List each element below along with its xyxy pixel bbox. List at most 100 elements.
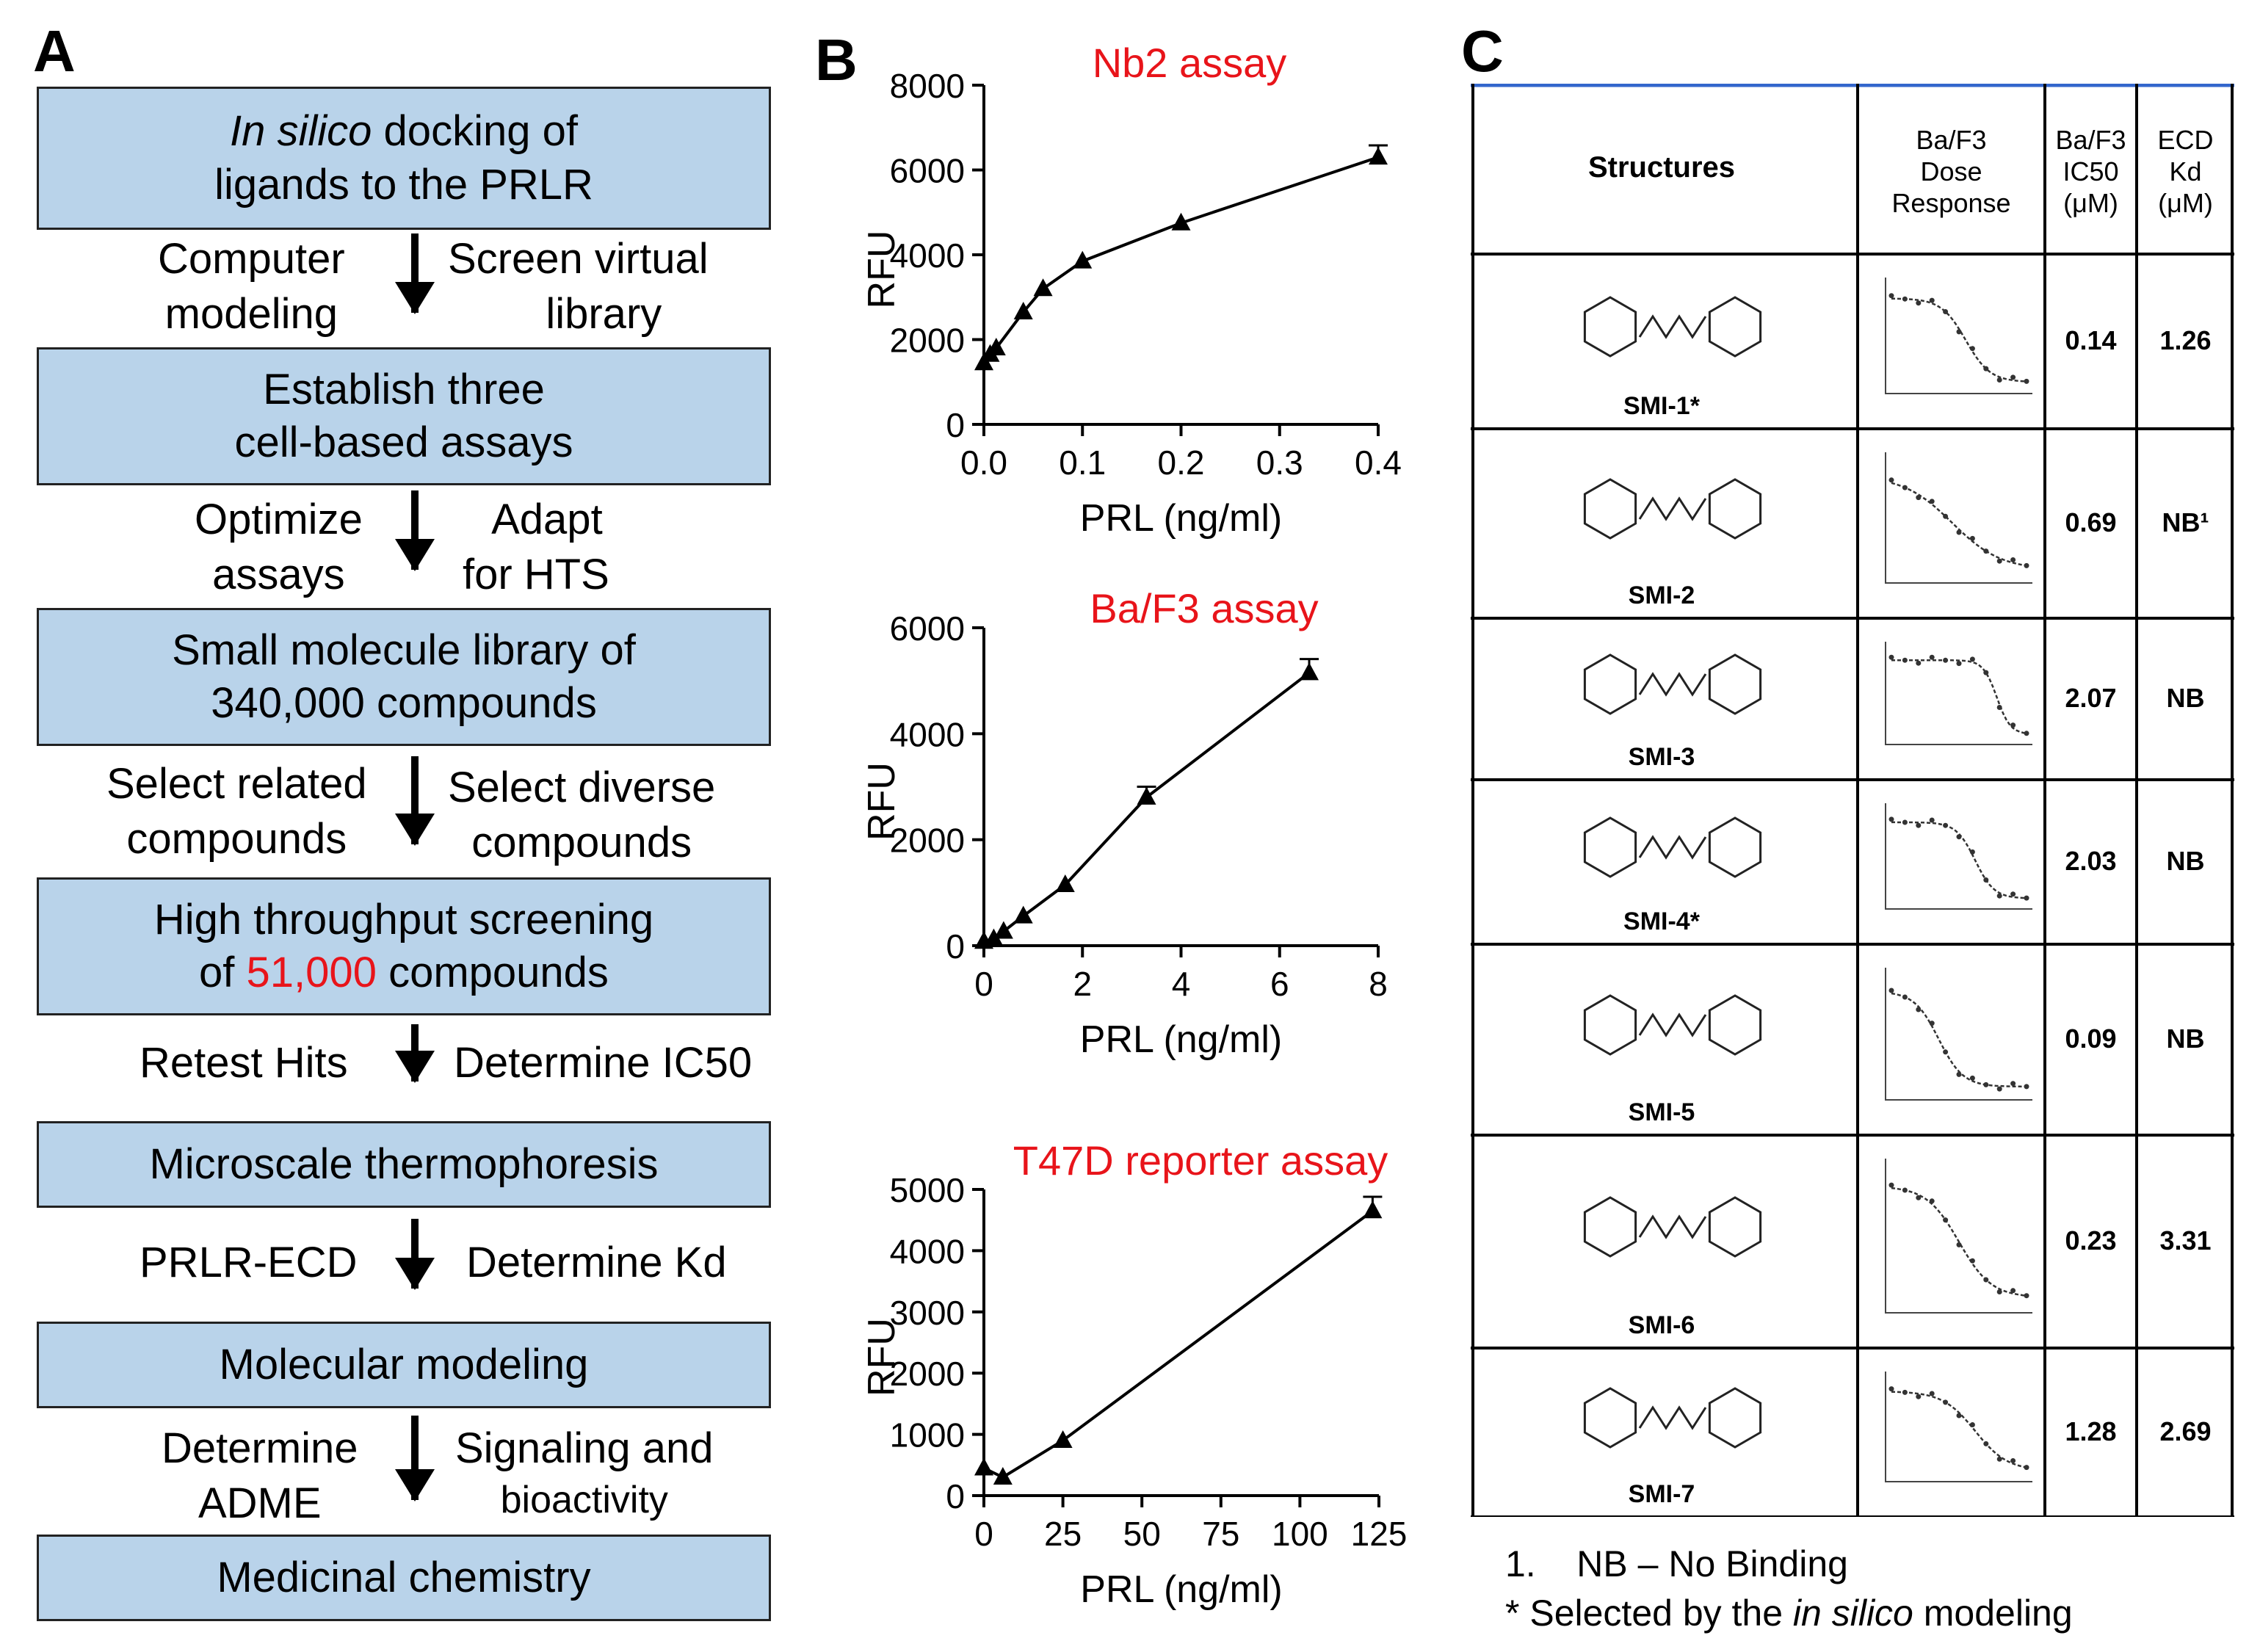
data-point [1053, 1430, 1073, 1448]
ic50-value: 0.69 [2065, 507, 2117, 537]
chart-title: Ba/F3 assay [1090, 585, 1318, 631]
down-arrow-icon [395, 233, 435, 314]
ic50-value: 2.07 [2065, 683, 2117, 713]
x-tick-label: 125 [1351, 1515, 1408, 1553]
kd-value: 1.26 [2159, 325, 2212, 355]
chemical-structure [1583, 816, 1762, 878]
down-arrow-icon [395, 756, 435, 846]
y-tick-label: 2000 [890, 822, 965, 860]
x-tick-label: 0.1 [1059, 443, 1106, 482]
workflow-box-library: Small molecule library of 340,000 compou… [37, 608, 771, 746]
data-point [974, 1457, 993, 1476]
y-tick-label: 0 [946, 406, 965, 444]
down-arrow-icon [395, 1219, 435, 1290]
kd-value: NB¹ [2162, 507, 2209, 537]
y-tick-label: 0 [946, 1477, 965, 1515]
x-axis-label: PRL (ng/ml) [1080, 1568, 1282, 1611]
x-tick-label: 2 [1073, 965, 1092, 1003]
y-tick-label: 1000 [890, 1416, 965, 1454]
compound-name: SMI-2 [1628, 582, 1695, 609]
box-text: In silico [230, 107, 372, 155]
compound-name: SMI-7 [1628, 1480, 1695, 1508]
workflow-box-hts: High throughput screening of 51,000 comp… [37, 877, 771, 1015]
box-text: Microscale thermophoresis [149, 1140, 659, 1188]
ic50-value: 2.03 [2065, 846, 2117, 876]
data-point [1171, 212, 1191, 231]
kd-value: 2.69 [2159, 1416, 2212, 1446]
ic50-value: 1.28 [2065, 1416, 2117, 1446]
x-tick-label: 50 [1123, 1515, 1161, 1553]
x-axis-label: PRL (ng/ml) [1080, 1018, 1282, 1061]
y-tick-label: 5000 [890, 1171, 965, 1209]
dose-response-plot [1885, 968, 2032, 1101]
data-point [1300, 662, 1319, 681]
dose-response-plot [1885, 803, 2032, 910]
box-text: docking of [372, 107, 578, 155]
data-point [993, 921, 1013, 939]
dose-response-plot [1885, 1159, 2032, 1314]
x-tick-label: 0.4 [1355, 443, 1402, 482]
data-point [1013, 905, 1033, 924]
x-tick-label: 25 [1044, 1515, 1082, 1553]
box-text: 340,000 compounds [211, 679, 597, 727]
chemical-structure [1583, 994, 1762, 1056]
chemical-structure [1583, 478, 1762, 540]
kd-value: 3.31 [2159, 1225, 2212, 1256]
dose-response-plot [1885, 1372, 2032, 1482]
workflow-box-modeling: Molecular modeling [37, 1322, 771, 1408]
compound-name: SMI-1* [1623, 392, 1700, 420]
y-tick-label: 0 [946, 927, 965, 966]
x-tick-label: 6 [1270, 965, 1289, 1003]
box-text: compounds [376, 949, 609, 996]
kd-value: NB [2166, 683, 2205, 713]
dose-response-plot [1885, 278, 2032, 394]
series-line [983, 1209, 1374, 1479]
x-tick-label: 0.0 [960, 443, 1007, 482]
down-arrow-icon [395, 1416, 435, 1501]
box-text: Small molecule library of [172, 626, 636, 674]
data-point [1137, 786, 1156, 805]
down-arrow-icon [395, 490, 435, 571]
step-right-label: Determine Kd [466, 1239, 727, 1286]
y-tick-label: 4000 [890, 236, 965, 275]
box-text: Establish three [263, 365, 545, 413]
compound-count: 51,000 [246, 949, 377, 996]
series-line [982, 156, 1379, 364]
down-arrow-icon [395, 1024, 435, 1083]
x-tick-label: 0.3 [1256, 443, 1303, 482]
data-point [984, 928, 1004, 946]
chemical-structure [1583, 653, 1762, 715]
workflow-box-assays: Establish three cell-based assays [37, 347, 771, 485]
box-text: Medicinal chemistry [217, 1553, 591, 1601]
y-tick-label: 6000 [890, 609, 965, 648]
data-point [1369, 147, 1388, 165]
x-tick-label: 100 [1272, 1515, 1328, 1553]
kd-value: NB [2166, 1024, 2205, 1054]
workflow-box-docking: In silico docking of ligands to the PRLR [37, 87, 771, 230]
y-tick-label: 6000 [890, 152, 965, 190]
y-axis-label: RFU [861, 231, 903, 309]
box-text: of [199, 949, 247, 996]
panel-label-c: C [1461, 18, 1504, 84]
y-tick-label: 2000 [890, 322, 965, 360]
data-point [1073, 250, 1093, 269]
data-point [993, 1466, 1013, 1485]
y-axis-label: RFU [861, 762, 903, 841]
series-line [983, 671, 1311, 943]
compound-name: SMI-6 [1628, 1311, 1695, 1339]
panel-label-b: B [815, 27, 858, 93]
chemical-structure [1583, 1387, 1762, 1449]
y-tick-label: 2000 [890, 1355, 965, 1393]
header-structures: Structures [1587, 151, 1736, 184]
box-text: ligands to the PRLR [214, 160, 593, 209]
